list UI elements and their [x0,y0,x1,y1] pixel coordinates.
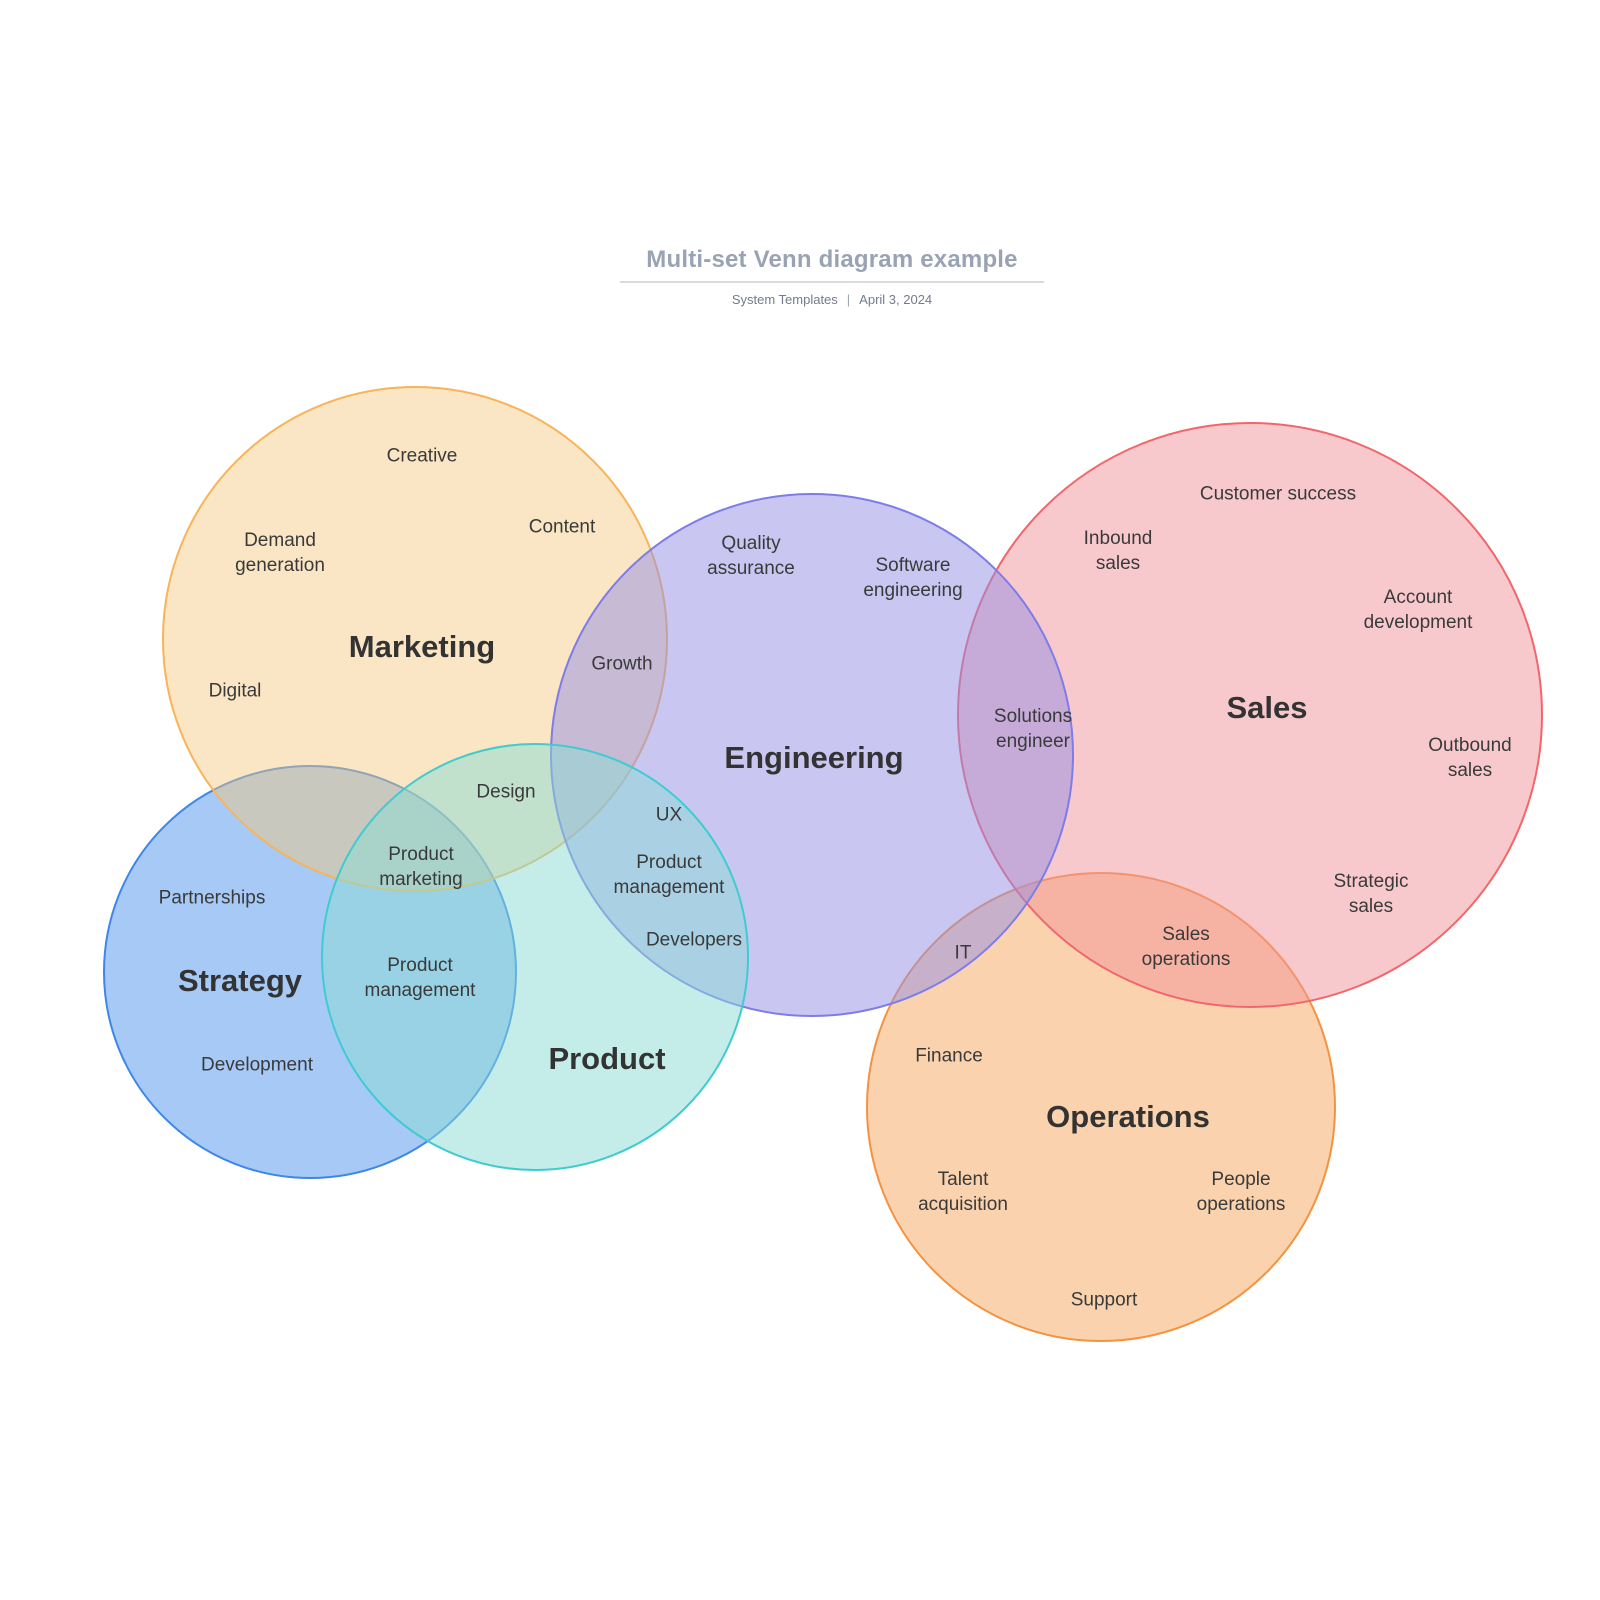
label-talent-acquisition: Talent acquisition [918,1169,1008,1215]
set-title-marketing: Marketing [348,629,496,664]
date: April 3, 2024 [859,292,933,307]
label-outbound-sales: Outbound sales [1428,735,1512,781]
diagram-title: Multi-set Venn diagram example [646,246,1018,273]
overlap-label-growth: Growth [591,653,653,675]
label-strategic-sales: Strategic sales [1333,871,1409,917]
venn-circle-product [321,743,749,1171]
overlap-label-it: IT [954,942,972,964]
set-title-product: Product [548,1041,666,1076]
overlap-label-developers: Developers [645,929,743,951]
set-title-sales: Sales [1226,690,1308,725]
label-support: Support [1070,1289,1138,1311]
overlap-label-product-management: Product management [613,852,725,898]
label-development: Development [201,1054,313,1076]
subtitle-separator: | [846,292,851,307]
overlap-label-ux: UX [655,804,683,826]
label-customer-success: Customer success [1199,483,1357,505]
label-quality-assurance: Quality assurance [707,533,795,579]
label-account-development: Account development [1363,587,1473,633]
label-partnerships: Partnerships [158,887,266,909]
diagram-subtitle: System Templates | April 3, 2024 [620,292,1044,307]
label-finance: Finance [915,1045,983,1067]
overlap-label-design: Design [476,781,536,803]
label-content: Content [528,516,596,538]
overlap-label-product-marketing: Product marketing [379,844,463,890]
diagram-header: Multi-set Venn diagram example System Te… [620,246,1044,307]
label-inbound-sales: Inbound sales [1083,528,1153,574]
set-title-strategy: Strategy [177,963,303,998]
overlap-label-solutions-engineer: Solutions engineer [993,706,1073,752]
label-people-operations: People operations [1196,1169,1286,1215]
label-demand-generation: Demand generation [235,530,325,576]
label-digital: Digital [208,680,262,702]
overlap-label-sales-operations: Sales operations [1141,924,1231,970]
byline: System Templates [731,292,838,307]
label-creative: Creative [386,445,458,467]
title-underline [620,281,1044,283]
set-title-operations: Operations [1046,1099,1210,1134]
set-title-engineering: Engineering [724,740,904,775]
label-software-engineering: Software engineering [863,555,963,601]
overlap-label-product-management: Product management [364,955,476,1001]
